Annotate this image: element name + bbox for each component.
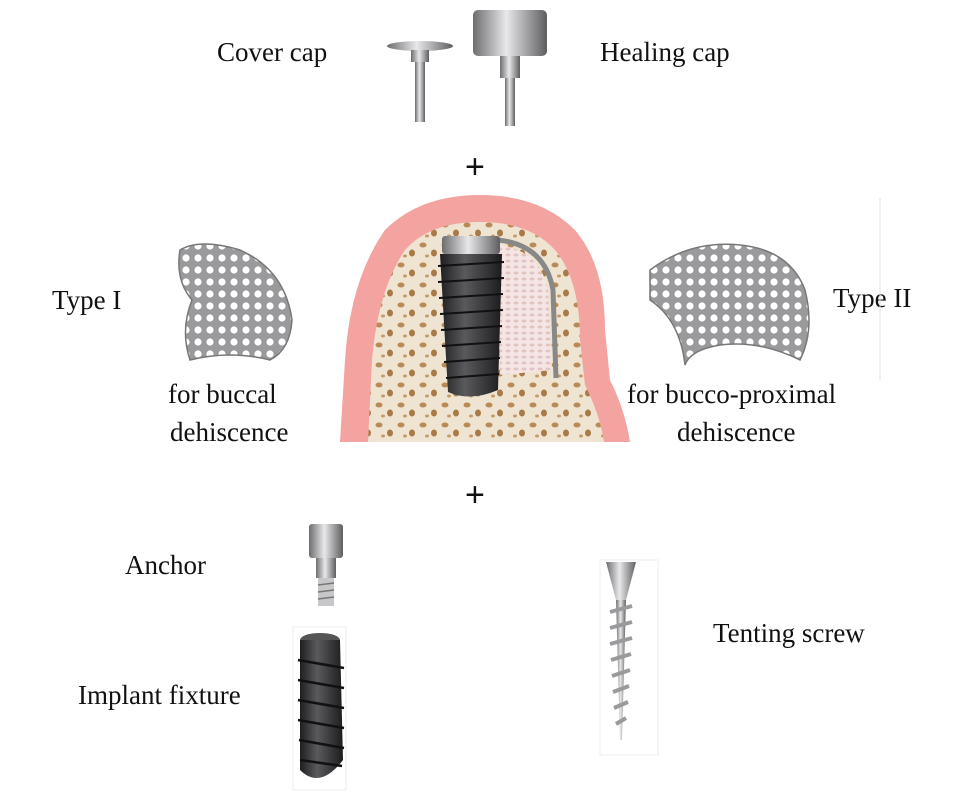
- type1-label: Type I: [52, 285, 121, 315]
- plus-sign-top: +: [465, 148, 485, 186]
- anchor-image: [309, 524, 343, 606]
- type2-mesh-image: [649, 243, 810, 366]
- cover-cap-label: Cover cap: [217, 37, 327, 67]
- type2-desc-line1: for bucco-proximal: [627, 379, 836, 409]
- healing-cap-label: Healing cap: [600, 37, 730, 67]
- implant-fixture-image: [292, 626, 347, 791]
- healing-cap-image: [473, 10, 547, 126]
- implant-fixture-label: Implant fixture: [78, 680, 241, 710]
- type2-desc-line2: dehiscence: [677, 417, 795, 447]
- cover-cap-image: [387, 41, 453, 122]
- type2-label: Type II: [833, 283, 911, 313]
- type1-desc-line2: dehiscence: [170, 417, 288, 447]
- anchor-label: Anchor: [125, 550, 206, 580]
- type1-desc-line1: for buccal: [168, 379, 277, 409]
- plus-sign-bottom: +: [465, 476, 485, 514]
- type1-mesh-image: [178, 243, 293, 361]
- implant-cross-section-image: [340, 195, 630, 442]
- tenting-screw-label: Tenting screw: [713, 618, 865, 648]
- tenting-screw-image: [599, 559, 659, 756]
